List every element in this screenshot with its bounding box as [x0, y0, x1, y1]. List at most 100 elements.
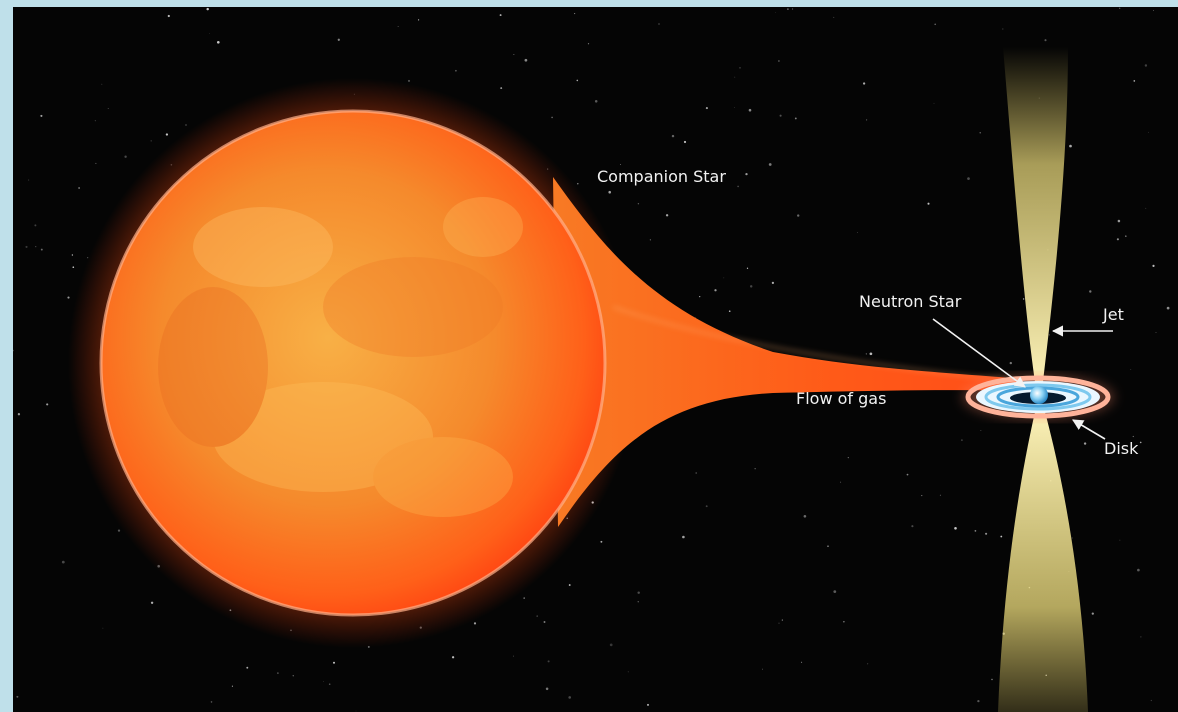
- background-star: [658, 23, 660, 25]
- background-star: [1153, 10, 1154, 12]
- background-star: [921, 495, 923, 497]
- label-neutron-star: Neutron Star: [859, 292, 962, 311]
- background-star: [87, 257, 89, 259]
- background-star: [407, 79, 411, 82]
- background-star: [165, 133, 169, 136]
- background-star: [637, 591, 640, 594]
- background-star: [737, 185, 739, 188]
- background-star: [397, 26, 399, 27]
- background-star: [762, 668, 763, 670]
- background-star: [17, 413, 21, 416]
- background-star: [779, 114, 782, 117]
- background-star: [781, 619, 783, 621]
- background-star: [961, 439, 963, 441]
- background-star: [1152, 264, 1155, 267]
- background-star: [827, 545, 829, 548]
- background-star: [1145, 207, 1147, 209]
- background-star: [771, 281, 775, 285]
- background-star: [25, 245, 28, 248]
- background-star: [843, 621, 845, 623]
- background-star: [500, 87, 503, 90]
- background-star: [124, 155, 127, 158]
- diagram-panel: Companion Star Neutron Star Jet Flow of …: [13, 7, 1178, 712]
- background-star: [94, 120, 96, 122]
- background-star: [499, 14, 502, 17]
- background-star: [513, 53, 515, 55]
- background-star: [536, 615, 538, 617]
- background-star: [547, 660, 550, 663]
- background-star: [745, 172, 748, 176]
- background-star: [792, 8, 794, 10]
- background-star: [734, 76, 736, 78]
- star-surface-texture: [158, 197, 523, 517]
- background-star: [568, 584, 571, 586]
- background-star: [980, 430, 982, 431]
- background-star: [1022, 298, 1025, 300]
- background-star: [451, 656, 455, 659]
- background-star: [206, 7, 209, 11]
- background-star: [150, 601, 154, 604]
- label-disk: Disk: [1104, 439, 1139, 458]
- background-star: [78, 187, 80, 189]
- background-star: [576, 79, 579, 82]
- background-star: [1071, 537, 1073, 539]
- background-star: [787, 8, 789, 10]
- background-star: [101, 83, 103, 85]
- background-star: [167, 14, 170, 18]
- label-companion-star: Companion Star: [597, 167, 726, 186]
- background-star: [16, 695, 19, 698]
- background-star: [512, 655, 514, 657]
- background-star: [1117, 219, 1121, 223]
- background-star: [34, 224, 37, 227]
- background-star: [637, 601, 639, 603]
- background-star: [775, 12, 776, 13]
- background-star: [847, 457, 849, 459]
- background-star: [979, 132, 981, 134]
- background-star: [28, 179, 30, 181]
- background-star: [1144, 64, 1148, 67]
- background-star: [1119, 539, 1121, 541]
- background-star: [683, 140, 687, 144]
- background-star: [967, 177, 970, 180]
- background-star: [857, 232, 858, 233]
- background-star: [649, 239, 651, 241]
- background-star: [977, 699, 980, 703]
- background-star: [865, 353, 867, 355]
- background-star: [102, 627, 104, 629]
- background-star: [1048, 334, 1051, 336]
- background-star: [840, 481, 842, 483]
- background-star: [705, 505, 708, 508]
- background-star: [67, 296, 70, 299]
- background-star: [695, 472, 698, 474]
- background-star: [594, 100, 598, 103]
- background-star: [323, 680, 325, 682]
- jet-upper: [1003, 47, 1068, 382]
- background-star: [609, 643, 613, 647]
- companion-star: [101, 111, 605, 615]
- background-star: [523, 597, 525, 599]
- background-star: [608, 190, 611, 194]
- background-star: [72, 266, 75, 269]
- background-star: [801, 661, 803, 663]
- background-star: [333, 661, 335, 664]
- background-star: [620, 164, 621, 166]
- background-star: [524, 58, 528, 62]
- background-star: [754, 468, 756, 470]
- background-star: [40, 248, 43, 251]
- background-star: [1002, 28, 1004, 30]
- background-star: [1150, 699, 1152, 702]
- background-star: [1009, 361, 1012, 365]
- neutron-star-pointer: [932, 318, 1026, 388]
- background-star: [328, 683, 331, 685]
- background-star: [1139, 441, 1142, 444]
- disk-pointer: [1072, 419, 1106, 440]
- background-star: [1091, 612, 1094, 615]
- background-star: [934, 23, 937, 26]
- background-star: [35, 246, 37, 248]
- background-star: [210, 701, 213, 703]
- background-star: [911, 525, 914, 528]
- background-star: [1089, 290, 1092, 293]
- background-star: [61, 560, 65, 564]
- background-star: [209, 33, 210, 34]
